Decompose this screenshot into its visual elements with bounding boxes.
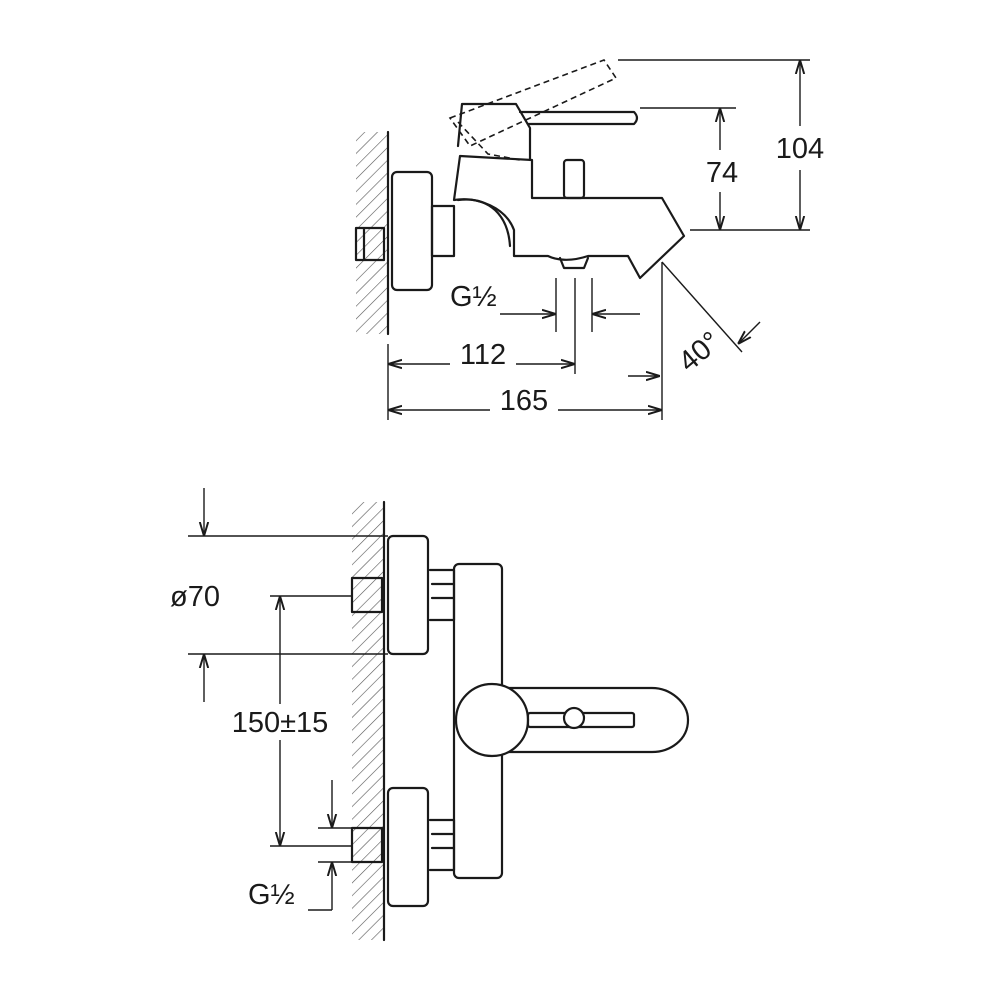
front-diverter [562, 706, 586, 730]
dim-label-74: 74 [706, 157, 738, 189]
front-spout [498, 686, 690, 754]
wall-hatch-bottom [352, 502, 384, 940]
front-flange-upper [386, 534, 430, 656]
dim-label-104: 104 [776, 133, 824, 165]
front-inlet-stub-lower [350, 826, 384, 864]
side-body-spout [452, 154, 686, 280]
side-connector [430, 204, 456, 258]
dim-label-150: 150±15 [232, 707, 329, 739]
front-inlet-stub-upper [350, 576, 384, 614]
dim-label-thread-bottom: G½ [248, 879, 295, 911]
dim-label-70: ø70 [170, 581, 220, 613]
front-view: ø70 150±15 G½ [170, 488, 690, 942]
side-lever-cartridge [456, 102, 532, 162]
dim-label-165: 165 [500, 385, 548, 417]
front-flange-lower [386, 786, 430, 908]
dim-label-112: 112 [460, 339, 506, 371]
side-lever-raised [448, 59, 618, 161]
side-diverter-knob [562, 158, 586, 200]
side-lever-handle [518, 110, 639, 126]
angle-arrow-ray [738, 321, 761, 344]
front-lever-hub [454, 682, 530, 758]
dim-label-thread-top: G½ [450, 281, 497, 313]
angle-ray [661, 261, 743, 353]
side-view: 104 74 G½ 112 165 40° [354, 59, 832, 420]
wall-hatch-top [356, 132, 388, 334]
side-inlet-stub [354, 226, 386, 262]
side-aerator [558, 256, 590, 270]
front-connector-upper [428, 568, 456, 622]
dim-label-angle: 40° [673, 326, 727, 379]
front-connector-lower [428, 818, 456, 872]
side-flange [390, 170, 434, 292]
side-body-dome [456, 198, 512, 248]
